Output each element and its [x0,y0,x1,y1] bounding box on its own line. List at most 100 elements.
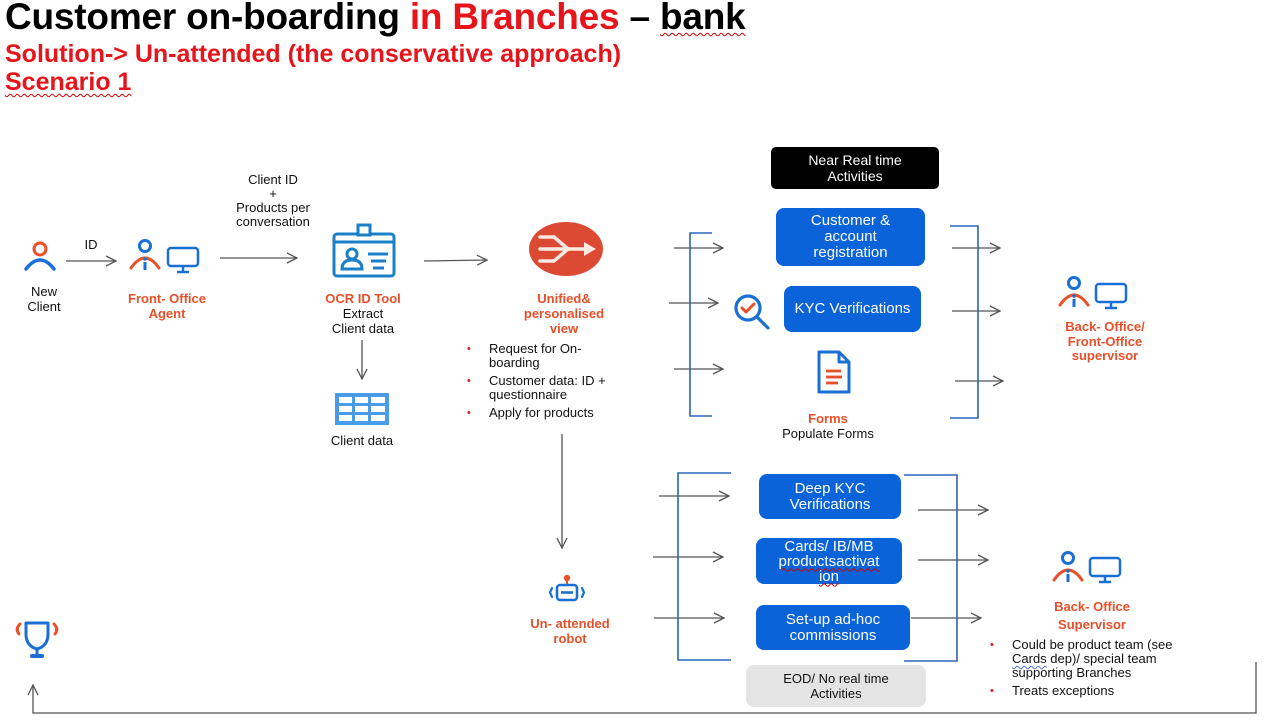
title-highlight: in Branches [409,0,620,37]
products-arrow-label: Client ID + Products per conversation [218,173,328,229]
bullet-text: Could be product team (see [1012,637,1173,652]
registration-line1: Customer & [810,212,891,229]
ocr-tool-title: OCR ID Tool [325,291,401,306]
bullet-text: questionnaire [489,387,568,402]
document-icon [817,350,851,394]
robot-line2: robot [553,631,587,646]
id-arrow-label: ID [84,237,98,252]
robot-icon [548,574,586,602]
products-label-line2: + [269,186,277,201]
unified-bullets: Request for On-boarding Customer data: I… [465,342,665,424]
eod-line2: Activities [810,686,862,701]
ocr-tool-label: OCR ID Tool Extract Client data [303,291,423,336]
bo-supervisor-person-icon [1052,551,1084,582]
bullet-text: Treats exceptions [1012,683,1115,698]
agent-line2: Agent [148,306,186,321]
bo-supervisor-label: Back- Office Supervisor [1040,598,1144,634]
top-supervisor-line3: supervisor [1071,348,1139,363]
bracket-right-bottom [904,474,958,662]
top-supervisor-line1: Back- Office/ [1065,319,1145,334]
bullet-text: Customer data: ID + [489,373,606,388]
bullet-text: Request for On- [489,341,582,356]
title-text: Customer on-boarding [5,0,410,37]
cards-link[interactable]: Cards [1012,651,1047,666]
cards-line2: productsactivat [778,552,880,570]
bo-supervisor-line1: Back- Office [1054,599,1130,614]
nrt-line2: Activities [827,168,883,184]
agent-line1: Front- Office [128,291,206,306]
magnifier-check-icon [734,294,770,330]
client-data-label: Client data [330,433,394,448]
new-client-line1: New [30,284,57,299]
unified-line2: personalised [523,306,605,321]
bullet-text: Cards dep)/ special team [1012,652,1238,666]
cards-line1: Cards/ IB/MB [784,537,874,555]
products-label-line4: conversation [236,214,310,229]
unified-line1: Unified& [537,291,591,306]
cards-line3: ion [818,567,839,585]
unified-line3: view [549,321,579,336]
trophy-icon [15,621,59,658]
kyc-verifications-box[interactable]: KYC Verifications [784,286,921,332]
title-dash: – [619,0,660,37]
agent-monitor-icon [166,246,200,274]
registration-line3: registration [813,244,888,261]
scenario-label: Scenario 1 [5,68,132,96]
top-supervisor-line2: Front-Office [1067,333,1143,349]
kyc-label: KYC Verifications [794,300,911,317]
bullet-text-rest: dep)/ special team [1046,651,1157,666]
forms-subtitle: Populate Forms [782,426,874,441]
subtitle: Solution-> Un-attended (the conservative… [5,40,622,68]
unified-bullet: Apply for products [465,405,665,421]
new-client-label: New Client [14,284,74,314]
new-client-line2: Client [27,299,61,314]
ocr-tool-line2: Client data [331,321,395,336]
nrt-line1: Near Real time [808,152,902,168]
bracket-left-bottom [677,472,731,661]
bullet-text: boarding [489,355,540,370]
products-label-line1: Client ID [248,172,298,187]
supervisor-monitor-icon [1094,282,1128,310]
id-card-icon [332,223,396,278]
registration-line2: account [824,228,877,245]
page-title: Customer on-boarding in Branches – bank [5,0,746,38]
new-client-icon [24,241,56,271]
products-label-line3: Products per [236,200,310,215]
eod-line1: EOD/ No real time [783,671,889,686]
commissions-line1: Set-up ad-hoc [785,610,881,628]
front-office-agent-label: Front- Office Agent [108,291,226,321]
robot-line1: Un- attended [530,616,610,631]
robot-label: Un- attended robot [510,616,630,646]
forms-title: Forms [808,411,848,426]
unified-bullet: Customer data: ID +questionnaire [465,374,665,402]
merge-arrow-icon [529,222,603,276]
unified-view-label: Unified& personalised view [498,291,630,336]
bo-bullet: Could be product team (see Cards dep)/ s… [988,638,1238,680]
deep-kyc-line2: Verifications [789,495,871,513]
ocr-tool-line1: Extract [342,306,384,321]
bullet-text: Apply for products [489,405,594,420]
bo-bullet: Treats exceptions [988,683,1238,699]
table-icon [335,393,389,425]
bo-supervisor-bullets: Could be product team (see Cards dep)/ s… [988,638,1238,702]
bo-supervisor-line2: Supervisor [1058,617,1126,632]
deep-kyc-line1: Deep KYC [794,479,866,497]
unified-bullet: Request for On-boarding [465,342,665,370]
commissions-line2: commissions [789,626,877,644]
bracket-right-top [950,225,979,419]
bullet-text: supporting Branches [1012,665,1132,680]
bo-supervisor-monitor-icon [1088,556,1122,584]
title-bank: bank [659,0,746,37]
top-supervisor-label: Back- Office/ Front-Office supervisor [1040,319,1170,364]
forms-label: Forms Populate Forms [768,411,888,441]
agent-person-icon [129,239,161,270]
arrow-ocr-to-unified [423,260,487,261]
feedback-loop-line [33,662,1257,714]
supervisor-person-icon [1058,276,1090,307]
